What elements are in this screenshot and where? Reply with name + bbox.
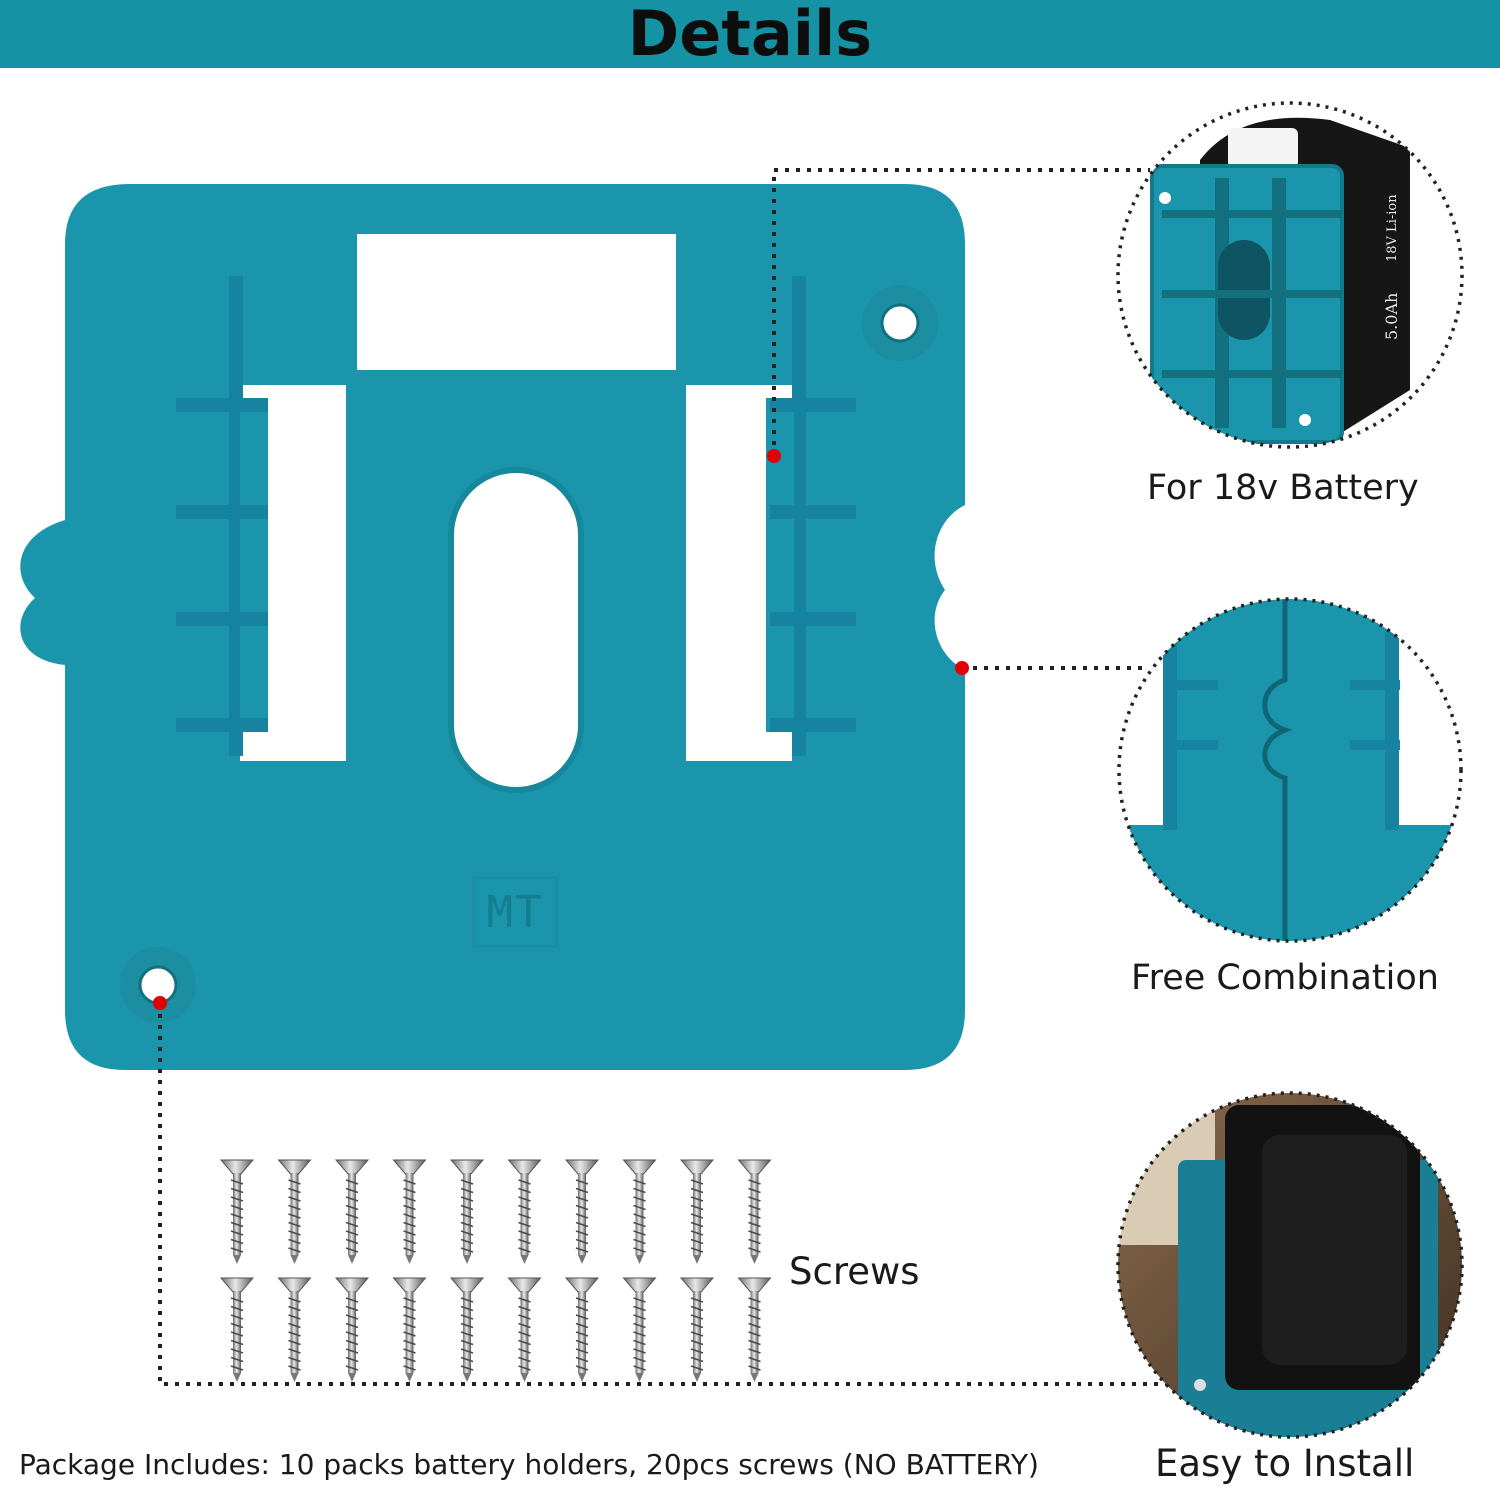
screw-icon <box>219 1159 255 1264</box>
screw-icon <box>334 1277 370 1382</box>
red-dot-marker <box>767 449 781 463</box>
screw-icon <box>622 1159 657 1264</box>
page-title: Details <box>627 0 873 70</box>
leader-lines <box>158 168 1180 1386</box>
screw-icon <box>392 1159 427 1264</box>
screw-icon <box>679 1277 715 1382</box>
feature-label-install: Easy to Install <box>1155 1442 1415 1485</box>
screw-icon <box>277 1277 312 1382</box>
feature-label-battery: For 18v Battery <box>1147 468 1419 508</box>
screw-icon <box>277 1159 312 1264</box>
battery-detail-circle <box>1118 103 1462 447</box>
feature-label-combination: Free Combination <box>1131 958 1439 998</box>
screw-icon <box>392 1277 427 1382</box>
screw-icon <box>564 1159 600 1264</box>
screw-icon <box>334 1159 370 1264</box>
combination-detail-circle <box>1119 599 1461 941</box>
product-illustration <box>20 101 1464 1439</box>
screw-icon <box>737 1159 772 1264</box>
battery-voltage-text: 18V Li-ion <box>1385 194 1400 262</box>
screw-icon <box>449 1159 485 1264</box>
screw-icon <box>449 1277 485 1382</box>
screws-label: Screws <box>789 1250 920 1293</box>
battery-capacity-text: 5.0Ah <box>1382 292 1401 340</box>
screw-icon <box>219 1277 255 1382</box>
header-banner: Details <box>0 0 1500 68</box>
screw-icon <box>737 1277 772 1382</box>
package-includes-text: Package Includes: 10 packs battery holde… <box>19 1448 1039 1481</box>
screw-icon <box>622 1277 657 1382</box>
red-dot-marker <box>955 661 969 675</box>
red-dot-marker <box>153 996 167 1010</box>
install-detail-circle <box>1118 1093 1462 1437</box>
screw-icon <box>507 1277 542 1382</box>
screw-icon <box>564 1277 600 1382</box>
brand-mark: MT <box>472 876 558 948</box>
battery-holder-plate <box>20 184 966 1070</box>
screw-icon <box>679 1159 715 1264</box>
screw-icon <box>507 1159 542 1264</box>
screws-group <box>219 1159 772 1382</box>
